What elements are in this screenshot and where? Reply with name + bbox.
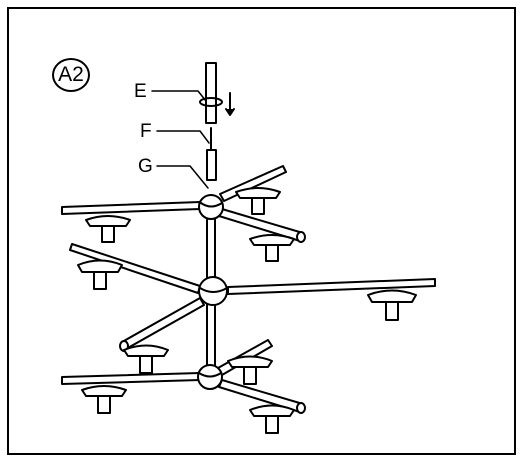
middle-tier-cups bbox=[77, 259, 417, 374]
label-f: F bbox=[140, 121, 152, 142]
top-tier-arms bbox=[61, 165, 306, 243]
connector-f bbox=[206, 127, 217, 181]
rotation-arrow-icon bbox=[199, 92, 235, 116]
top-tier-cups bbox=[85, 187, 295, 262]
leader-lines bbox=[151, 90, 210, 189]
label-g: G bbox=[138, 156, 153, 177]
step-badge: A2 bbox=[52, 58, 90, 92]
bottom-tier-cups bbox=[81, 355, 295, 434]
label-e: E bbox=[134, 81, 147, 102]
pipe-e bbox=[205, 62, 217, 124]
diagram-frame bbox=[7, 7, 516, 455]
